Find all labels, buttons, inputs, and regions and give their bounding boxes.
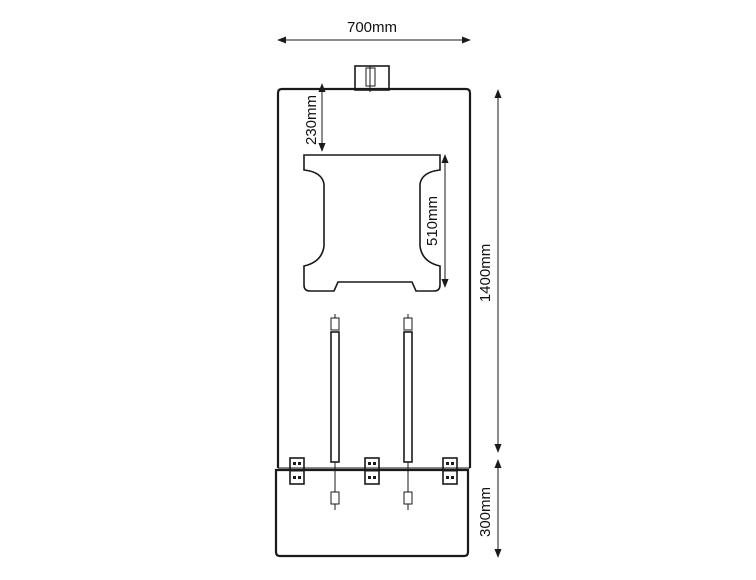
strut-top-end bbox=[403, 317, 413, 331]
hinge-right bbox=[442, 457, 458, 485]
top-gap-label: 230mm bbox=[303, 95, 320, 145]
strut-cylinder bbox=[330, 331, 340, 463]
width-label: 700mm bbox=[347, 19, 397, 36]
top-gap-dimension: 230mm bbox=[303, 83, 326, 152]
base-panel-outline bbox=[274, 468, 470, 558]
cutout-height-label: 510mm bbox=[424, 196, 441, 246]
strut-top-end bbox=[330, 317, 340, 331]
strut-bottom-end bbox=[330, 491, 340, 505]
strut-cylinder bbox=[403, 331, 413, 463]
cutout-height-dimension: 510mm bbox=[424, 154, 449, 288]
panel-height-label: 1400mm bbox=[477, 244, 494, 302]
base-height-dimension: 300mm bbox=[477, 459, 502, 558]
panel-height-dimension: 1400mm bbox=[477, 89, 502, 453]
strut-bottom-end bbox=[403, 491, 413, 505]
base-height-label: 300mm bbox=[477, 487, 494, 537]
hinge-center bbox=[364, 457, 380, 485]
hinge-left bbox=[289, 457, 305, 485]
gas-strut-right bbox=[403, 314, 413, 510]
main-panel-outline bbox=[276, 87, 472, 468]
gas-strut-left bbox=[330, 314, 340, 510]
cutout-shape bbox=[303, 154, 441, 292]
width-dimension: 700mm bbox=[277, 19, 471, 44]
